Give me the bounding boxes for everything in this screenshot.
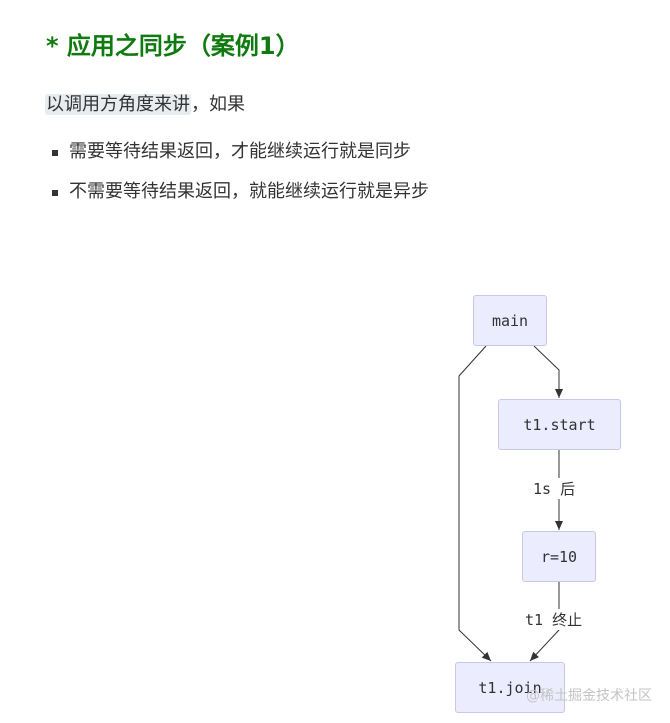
list-item: 需要等待结果返回，才能继续运行就是同步 xyxy=(52,140,429,164)
bullet-list: 需要等待结果返回，才能继续运行就是同步 不需要等待结果返回，就能继续运行就是异步 xyxy=(52,140,429,220)
edge-label-after: 1s 后 xyxy=(531,478,578,499)
intro-rest: ，如果 xyxy=(191,94,245,115)
edge-r-to-join xyxy=(529,582,560,662)
bullet-square-icon xyxy=(52,190,58,196)
list-item-text: 需要等待结果返回，才能继续运行就是同步 xyxy=(69,141,411,162)
watermark: @稀土掘金技术社区 xyxy=(526,688,652,704)
node-main: main xyxy=(473,295,547,346)
node-t1-join: t1.join xyxy=(455,662,565,713)
list-item: 不需要等待结果返回，就能继续运行就是异步 xyxy=(52,180,429,204)
node-r-10: r=10 xyxy=(522,531,596,582)
intro-text: 以调用方角度来讲，如果 xyxy=(45,90,245,116)
edge-main-to-start xyxy=(533,345,563,398)
list-item-text: 不需要等待结果返回，就能继续运行就是异步 xyxy=(69,181,429,202)
intro-highlight: 以调用方角度来讲 xyxy=(45,94,191,115)
edge-label-terminate: t1 终止 xyxy=(523,609,585,630)
bullet-square-icon xyxy=(52,150,58,156)
section-heading: * 应用之同步（案例1） xyxy=(46,32,300,60)
edge-main-to-join xyxy=(458,345,492,662)
node-t1-start: t1.start xyxy=(498,399,621,450)
